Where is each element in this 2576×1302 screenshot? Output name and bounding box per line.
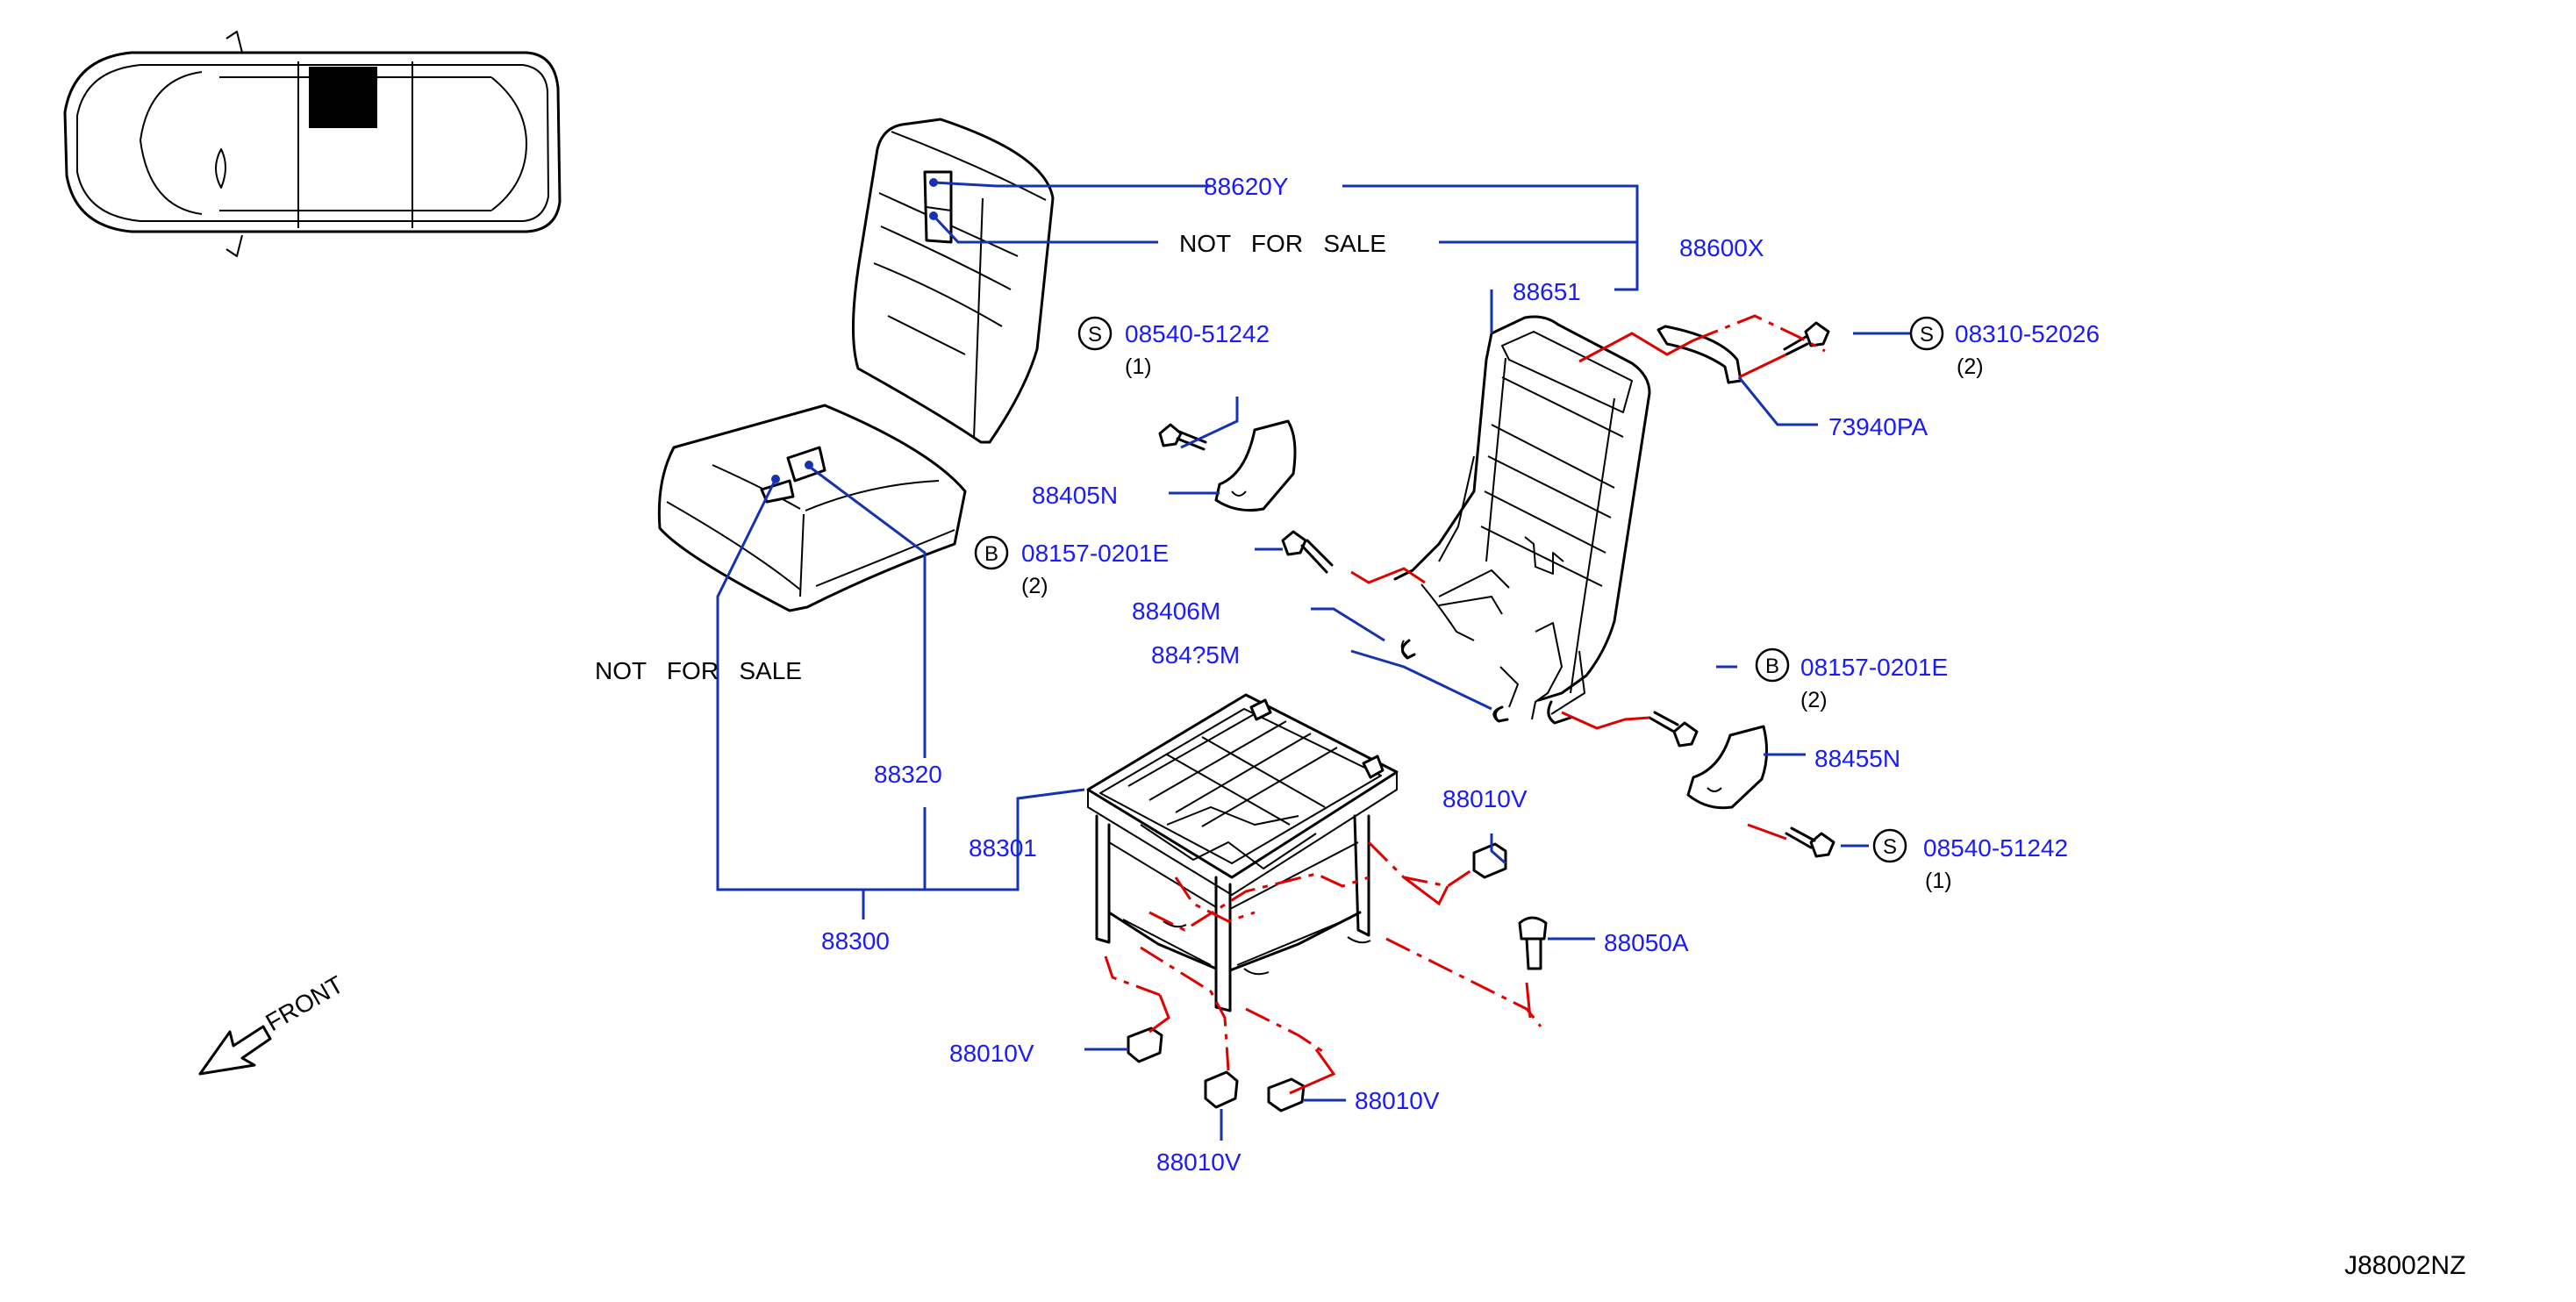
label-73940pa[interactable]: 73940PA — [1828, 413, 1928, 440]
label-88405n[interactable]: 88405N — [1032, 482, 1118, 509]
bolt-08157-lower-icon — [1648, 711, 1699, 748]
cap-88010v-right-icon — [1472, 842, 1507, 879]
svg-text:S: S — [1920, 323, 1934, 347]
label-88455n[interactable]: 88455N — [1814, 745, 1900, 772]
qty-08540-upper: (1) — [1125, 354, 1152, 379]
seat-back-cushion — [852, 118, 1055, 444]
vehicle-top-view-icon — [63, 31, 562, 257]
bolt-88050a-icon — [1518, 916, 1548, 970]
label-88600x[interactable]: 88600X — [1679, 234, 1764, 261]
svg-text:S: S — [1088, 323, 1102, 347]
label-08157-0201e-lower[interactable]: 08157-0201E — [1800, 654, 1948, 681]
qty-08310: (2) — [1957, 354, 1984, 379]
label-08157-0201e-upper[interactable]: 08157-0201E — [1021, 540, 1169, 567]
qty-08540-lower: (1) — [1925, 869, 1952, 893]
label-08540-51242-upper[interactable]: 08540-51242 — [1125, 320, 1270, 347]
label-88010v-bottom[interactable]: 88010V — [1156, 1148, 1241, 1176]
bolt-08310-icon — [1783, 321, 1830, 356]
qty-08157-lower: (2) — [1800, 688, 1828, 712]
label-88300[interactable]: 88300 — [821, 927, 890, 955]
assembly-lines — [1104, 314, 1826, 1095]
bolt-08157-upper-icon — [1281, 530, 1334, 574]
svg-text:B: B — [1765, 655, 1779, 678]
front-label: FRONT — [261, 970, 348, 1036]
label-88651[interactable]: 88651 — [1513, 278, 1581, 305]
label-08540-51242-lower[interactable]: 08540-51242 — [1923, 834, 2068, 862]
bracket-88455n — [1686, 725, 1768, 810]
label-88050a[interactable]: 88050A — [1604, 929, 1689, 956]
b-symbol-08157-upper: B — [974, 535, 1009, 570]
bracket-88405n — [1214, 419, 1297, 512]
cap-88010v-left-icon — [1127, 1027, 1163, 1063]
front-arrow-icon — [198, 1025, 272, 1076]
label-88301[interactable]: 88301 — [969, 834, 1037, 862]
label-88406m[interactable]: 88406M — [1132, 597, 1220, 625]
seat-location-marker — [309, 67, 377, 128]
label-88010v-bottom-right[interactable]: 88010V — [1355, 1087, 1440, 1114]
seat-back-frame — [1393, 315, 1651, 725]
bolt-08540-lower-icon — [1785, 826, 1835, 858]
label-88010v-right[interactable]: 88010V — [1442, 785, 1528, 812]
svg-text:S: S — [1883, 835, 1897, 859]
svg-text:B: B — [984, 542, 998, 566]
label-not-for-sale-left: NOT FOR SALE — [595, 657, 802, 684]
seat-base-frame — [1086, 693, 1399, 1012]
bracket-73940pa — [1657, 325, 1742, 384]
label-08310-52026[interactable]: 08310-52026 — [1955, 320, 2100, 347]
s-symbol-08540-upper: S — [1077, 316, 1113, 351]
cap-88010v-bottom-right-icon — [1267, 1077, 1306, 1112]
leader-lines — [716, 178, 1911, 1141]
b-symbol-08157-lower: B — [1755, 647, 1790, 683]
label-not-for-sale-top: NOT FOR SALE — [1179, 230, 1386, 257]
s-symbol-08540-lower: S — [1872, 828, 1907, 863]
seat-cushion — [657, 404, 967, 612]
label-88010v-left[interactable]: 88010V — [949, 1040, 1034, 1067]
cap-88010v-bottom-icon — [1204, 1070, 1239, 1109]
label-88320[interactable]: 88320 — [874, 761, 942, 788]
qty-08157-upper: (2) — [1021, 574, 1048, 598]
label-884x5m[interactable]: 884?5M — [1151, 641, 1240, 669]
diagram-id: J88002NZ — [2344, 1251, 2465, 1280]
label-88620y[interactable]: 88620Y — [1204, 173, 1289, 200]
s-symbol-08310: S — [1909, 316, 1944, 351]
